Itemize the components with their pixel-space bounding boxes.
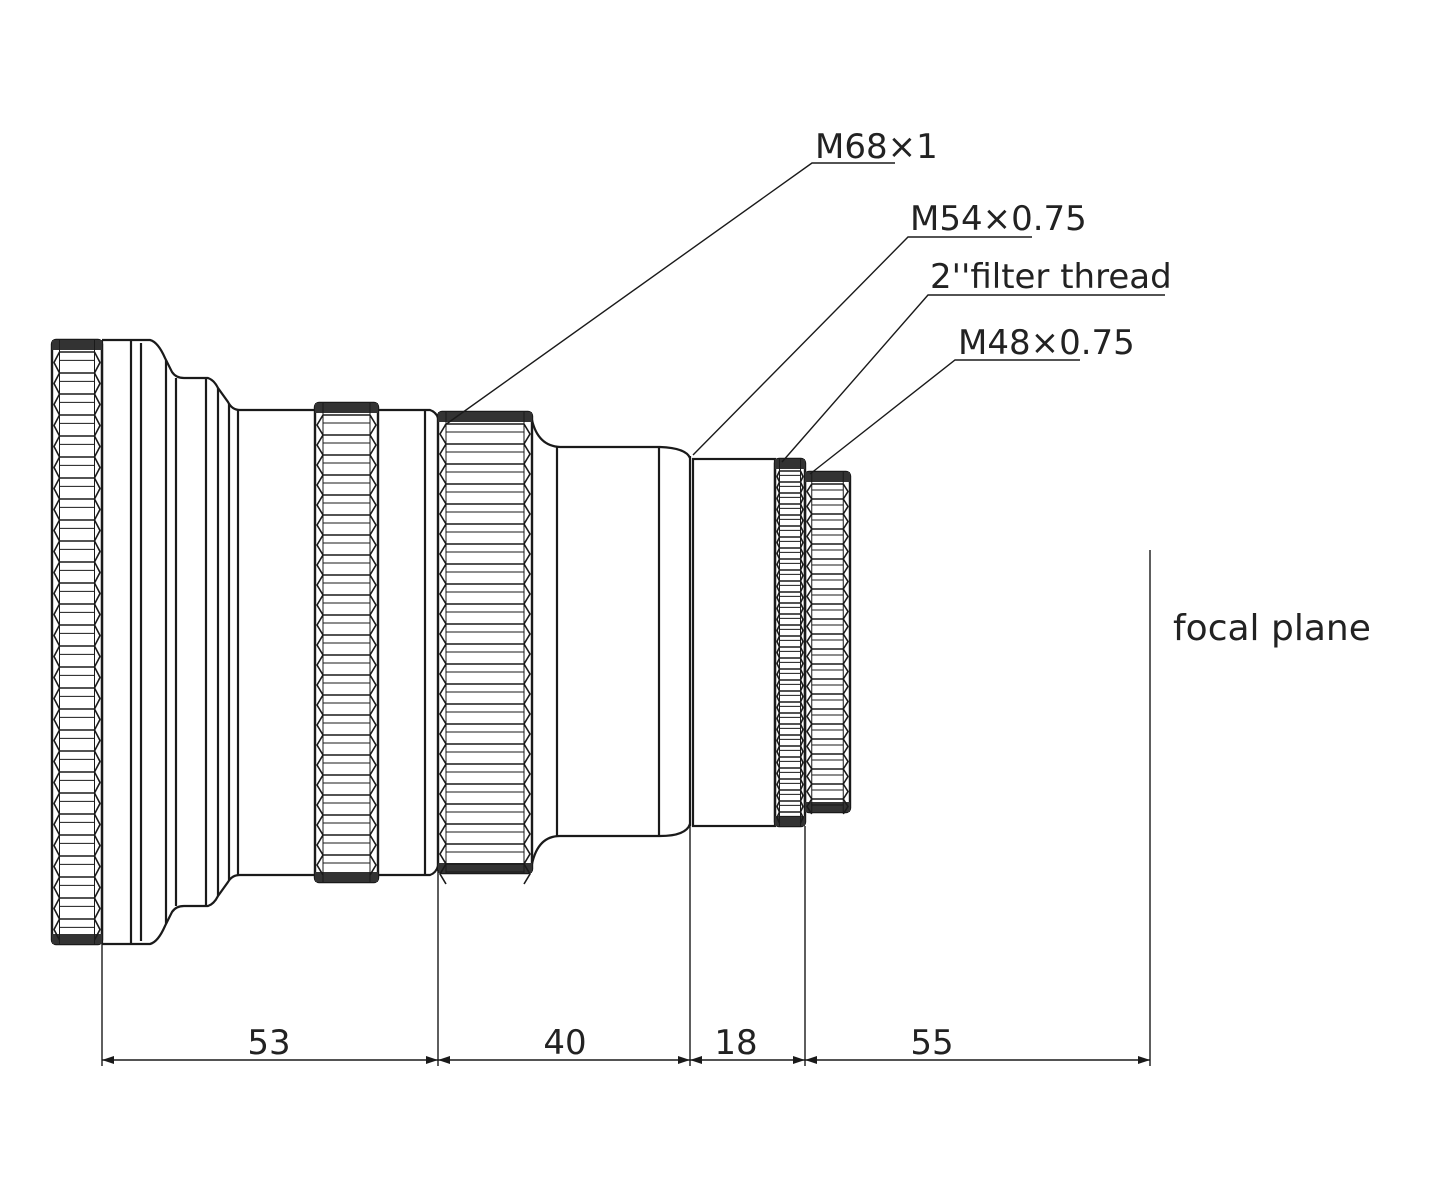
callout-filter-thread: 2''filter thread [930, 257, 1172, 297]
filter-thread-ring-knurl [773, 457, 807, 828]
front-focus-ring-knurl [50, 338, 104, 946]
leader-m54 [692, 236, 1032, 456]
dimension-lines [101, 550, 1151, 1066]
callout-m48: M48×0.75 [958, 323, 1135, 363]
callout-m68: M68×1 [815, 127, 938, 167]
dimension-18: 18 [714, 1023, 757, 1063]
dimension-arrowhead [793, 1056, 805, 1064]
dimension-arrowhead [690, 1056, 702, 1064]
dimension-arrowhead [1138, 1056, 1150, 1064]
dimension-arrowhead [426, 1056, 438, 1064]
focal-plane-label: focal plane [1173, 608, 1371, 649]
lens-outline-top [102, 338, 440, 419]
m68-ring-knurl [436, 410, 534, 885]
knurled-rings [50, 338, 852, 946]
dimension-40: 40 [543, 1023, 586, 1063]
dimension-arrowhead [438, 1056, 450, 1064]
lens-outline-bottom [102, 865, 440, 946]
dimension-arrowhead [805, 1056, 817, 1064]
leader-lines [444, 162, 1165, 475]
dimension-arrows [102, 1056, 1150, 1064]
leader-m68 [444, 162, 895, 426]
dimension-53: 53 [247, 1023, 290, 1063]
callout-m54: M54×0.75 [910, 199, 1087, 239]
m48-ring-knurl [803, 470, 852, 815]
middle-ring-knurl [313, 401, 380, 884]
dimension-55: 55 [910, 1023, 953, 1063]
leader-m48 [809, 359, 1080, 475]
leader-filter [781, 294, 1165, 463]
dimension-arrowhead [678, 1056, 690, 1064]
dimension-arrowhead [102, 1056, 114, 1064]
